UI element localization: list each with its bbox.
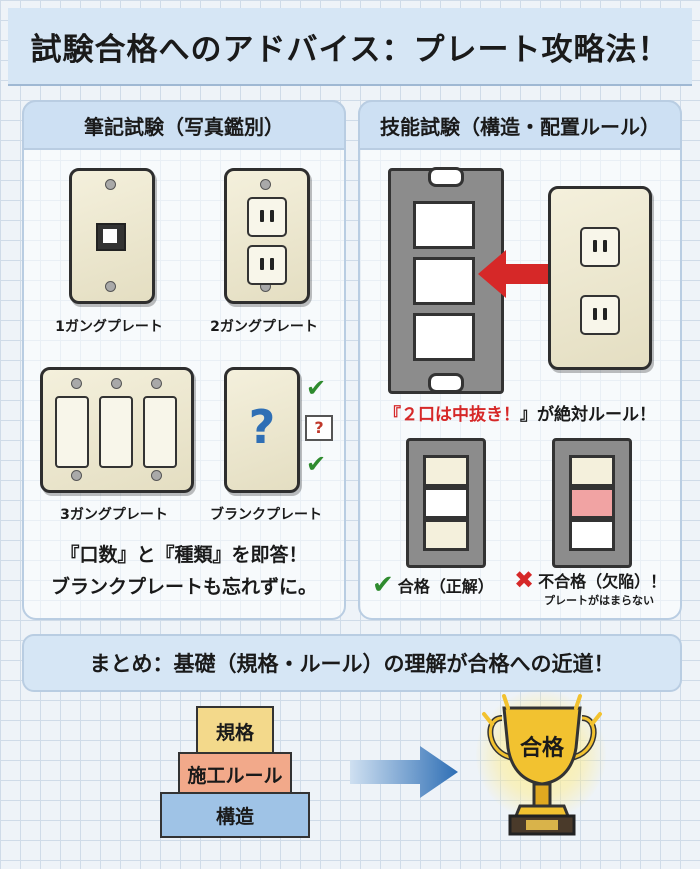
frame-slot-top: [413, 201, 475, 249]
plate-3-gang-label: 3ガングプレート: [60, 507, 168, 523]
rule-open-bracket: 『: [384, 405, 401, 425]
rule-close: 』が絶対ルール！: [520, 405, 656, 425]
frame-tab: [428, 167, 464, 187]
plate-blank: ?: [224, 367, 300, 493]
mounting-frame-fail: [552, 438, 632, 568]
block-structure: 構造: [160, 792, 310, 838]
screw-icon: [71, 470, 82, 481]
pass-label: 合格（正解）: [397, 577, 494, 596]
plate-2-gang-label: 2ガングプレート: [210, 319, 318, 335]
outlet-slot: [569, 455, 615, 487]
rule-text: 『２口は中抜き！』が絶対ルール！: [360, 400, 680, 425]
outlet-icon: [580, 295, 620, 335]
outlet-column: [99, 396, 133, 468]
question-mark-icon: ?: [248, 400, 276, 454]
fail-note: プレートがはまらない: [544, 594, 654, 607]
screw-icon: [151, 470, 162, 481]
plate-blank-label: ブランクプレート: [210, 507, 322, 523]
modular-jack-icon: [96, 223, 126, 251]
written-exam-panel: 筆記試験（写真鑑別） 1ガングプレート 2ガングプレート 3ガングプレート ? …: [22, 100, 346, 620]
screw-icon: [151, 378, 162, 389]
fail-label: 不合格（欠陥）！: [538, 572, 667, 591]
blue-arrow-icon: [350, 746, 458, 798]
tip-line-1: 『口数』と『種類』を即答！: [60, 544, 308, 566]
screw-icon: [111, 378, 122, 389]
cross-icon: ✖: [514, 566, 535, 594]
plate-2-gang: [224, 168, 310, 304]
frame-slot-middle: [413, 257, 475, 305]
title-banner: 試験合格へのアドバイス：プレート攻略法！: [8, 8, 692, 86]
outlet-slot: [423, 519, 469, 551]
plate-3-gang: [40, 367, 194, 493]
screw-icon: [105, 281, 116, 292]
outlet-column: [143, 396, 177, 468]
practical-exam-heading-text: 技能試験（構造・配置ルール）: [380, 114, 660, 139]
sparkle-icon: [482, 694, 602, 726]
outlet-column: [55, 396, 89, 468]
plate-2-outlet-example: [548, 186, 652, 370]
screw-icon: [260, 179, 271, 190]
written-exam-heading: 筆記試験（写真鑑別）: [22, 100, 346, 150]
empty-slot: [569, 519, 615, 551]
question-box-icon: ?: [305, 415, 333, 441]
empty-slot: [423, 487, 469, 519]
block-standards: 規格: [196, 706, 274, 756]
summary-heading: まとめ：基礎（規格・ルール）の理解が合格への近道！: [89, 652, 615, 676]
fail-result: ✖ 不合格（欠陥）！ プレートがはまらない: [514, 568, 674, 608]
check-icon: ✔: [306, 374, 327, 402]
plate-1-gang: [69, 168, 155, 304]
outlet-slot: [423, 455, 469, 487]
practical-exam-heading: 技能試験（構造・配置ルール）: [358, 100, 682, 150]
wrong-outlet-slot: [569, 487, 615, 519]
summary-banner: まとめ：基礎（規格・ルール）の理解が合格への近道！: [22, 634, 682, 692]
written-exam-heading-text: 筆記試験（写真鑑別）: [84, 114, 284, 139]
screw-icon: [71, 378, 82, 389]
frame-slot-bottom: [413, 313, 475, 361]
rule-highlight: ２口は中抜き！: [401, 405, 520, 425]
practical-exam-panel: 技能試験（構造・配置ルール） 『２口は中抜き！』が絶対ルール！ ✔ 合格（正解）: [358, 100, 682, 620]
page-title: 試験合格へのアドバイス：プレート攻略法！: [30, 31, 670, 68]
outlet-icon: [247, 245, 287, 285]
block-construction-rules: 施工ルール: [178, 752, 292, 796]
plate-1-gang-label: 1ガングプレート: [55, 319, 163, 335]
check-icon: ✔: [372, 570, 394, 600]
mounting-frame-pass: [406, 438, 486, 568]
trophy-label: 合格: [519, 736, 564, 761]
outlet-icon: [580, 227, 620, 267]
trophy-icon: [487, 706, 597, 836]
pass-result: ✔ 合格（正解）: [372, 572, 522, 598]
frame-tab: [428, 373, 464, 393]
tip-line-2: ブランクプレートも忘れずに。: [50, 576, 317, 598]
check-icon: ✔: [306, 450, 327, 478]
screw-icon: [105, 179, 116, 190]
outlet-icon: [247, 197, 287, 237]
red-arrow-icon: [478, 250, 550, 298]
